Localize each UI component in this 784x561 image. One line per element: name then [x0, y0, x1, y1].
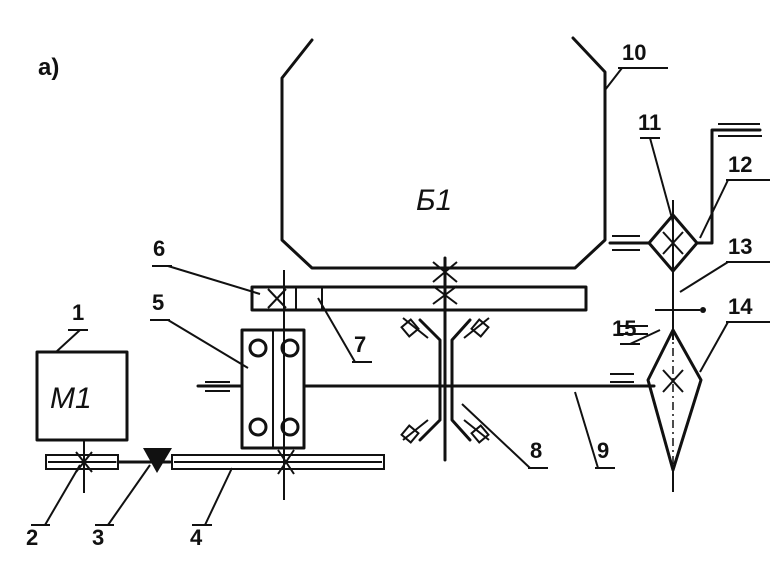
callout-11: 11: [638, 110, 661, 135]
callout-13: 13: [728, 234, 752, 259]
shaft-9: [302, 373, 656, 388]
reducer-5: [196, 270, 306, 500]
callout-15: 15: [612, 316, 636, 341]
callout-2: 2: [26, 525, 38, 550]
transmission-bar-6-7: [250, 256, 588, 312]
callout-14: 14: [728, 294, 753, 319]
callout-7: 7: [354, 332, 366, 357]
callout-3: 3: [92, 525, 104, 550]
callout-10: 10: [622, 40, 646, 65]
figure-label: a): [38, 54, 59, 81]
bunker-label: Б1: [416, 184, 452, 217]
callout-5: 5: [152, 290, 164, 315]
callout-1: 1: [72, 300, 84, 325]
motor-label: М1: [50, 382, 92, 415]
callout-6: 6: [153, 236, 165, 261]
sprocket-14: [620, 286, 706, 492]
callout-4: 4: [190, 525, 203, 550]
motor-1: М1: [35, 350, 129, 442]
callout-12: 12: [728, 152, 752, 177]
agitator-8: [400, 308, 490, 462]
callout-leaders: [31, 67, 770, 526]
belt-drive: [45, 440, 385, 493]
sprocket-11: [608, 123, 762, 286]
callout-9: 9: [597, 438, 609, 463]
bearing-3: [143, 448, 172, 473]
callout-8: 8: [530, 438, 542, 463]
bunker-10: Б1: [280, 36, 607, 270]
callout-numbers: 1 2 3 4 5 6 7 8 9 10 11 12 13 14 15: [26, 40, 753, 550]
